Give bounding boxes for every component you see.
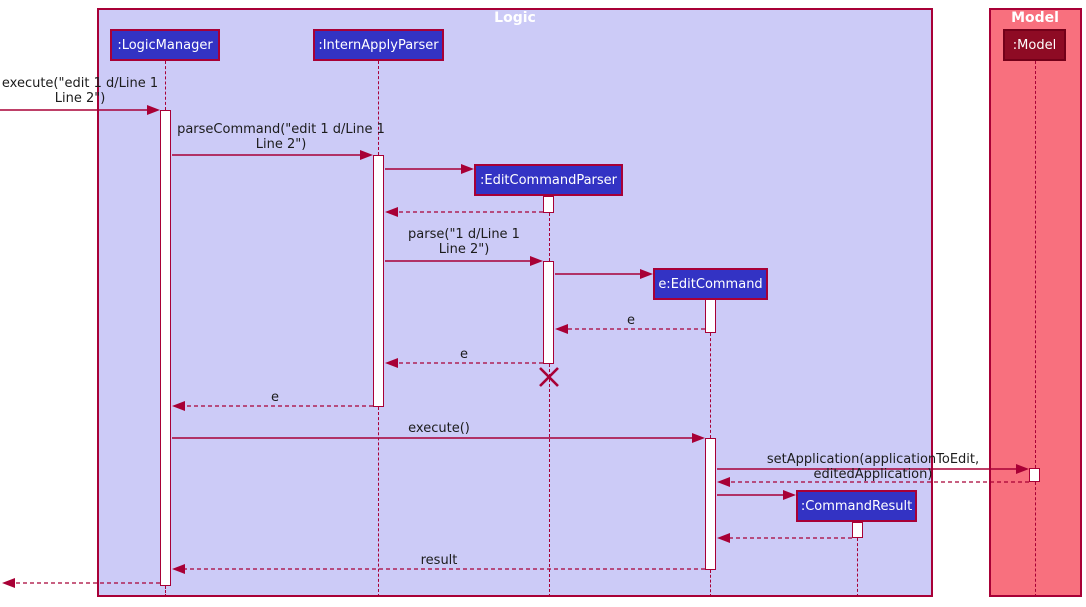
model-frame-title: Model <box>1011 10 1059 26</box>
message-label-parse: parse("1 d/Line 1 Line 2") <box>408 227 520 257</box>
lifeline-model <box>1035 61 1036 468</box>
message-label-execute-in: execute("edit 1 d/Line 1 Line 2") <box>1 76 159 106</box>
participant-logic-manager: :LogicManager <box>110 29 220 61</box>
message-label-return-e-2: e <box>460 347 468 362</box>
participant-command-result: :CommandResult <box>796 490 917 522</box>
participant-edit-command: e:EditCommand <box>653 268 768 300</box>
lifeline-intern-apply-parser <box>378 61 379 155</box>
activation-edit-command-parser-parse <box>543 261 554 364</box>
lifeline-edit-command-parser <box>549 213 550 261</box>
activation-edit-command-execute <box>705 438 716 570</box>
lifeline-edit-command <box>710 570 711 597</box>
activation-command-result <box>852 522 863 538</box>
lifeline-logic-manager <box>165 586 166 597</box>
logic-frame-title: Logic <box>494 10 536 26</box>
activation-model <box>1029 468 1040 482</box>
activation-edit-command-parser-create <box>543 196 554 213</box>
message-label-set-application: setApplication(applicationToEdit, edited… <box>766 452 980 482</box>
participant-intern-apply-parser: :InternApplyParser <box>313 29 444 61</box>
lifeline-intern-apply-parser <box>378 407 379 597</box>
lifeline-edit-command-parser <box>549 364 550 597</box>
participant-model: :Model <box>1003 29 1066 61</box>
message-label-parse-command: parseCommand("edit 1 d/Line 1 Line 2") <box>177 122 385 152</box>
message-label-return-e-3: e <box>271 390 279 405</box>
activation-intern-apply-parser <box>373 155 384 407</box>
lifeline-model <box>1035 482 1036 597</box>
message-label-execute: execute() <box>408 421 470 436</box>
message-label-result: result <box>420 553 458 568</box>
lifeline-edit-command <box>710 333 711 438</box>
lifeline-command-result <box>857 538 858 597</box>
activation-logic-manager <box>160 110 171 586</box>
activation-edit-command-create <box>705 299 716 333</box>
message-label-return-e-1: e <box>627 313 635 328</box>
lifeline-logic-manager <box>165 61 166 110</box>
participant-edit-command-parser: :EditCommandParser <box>474 164 623 196</box>
